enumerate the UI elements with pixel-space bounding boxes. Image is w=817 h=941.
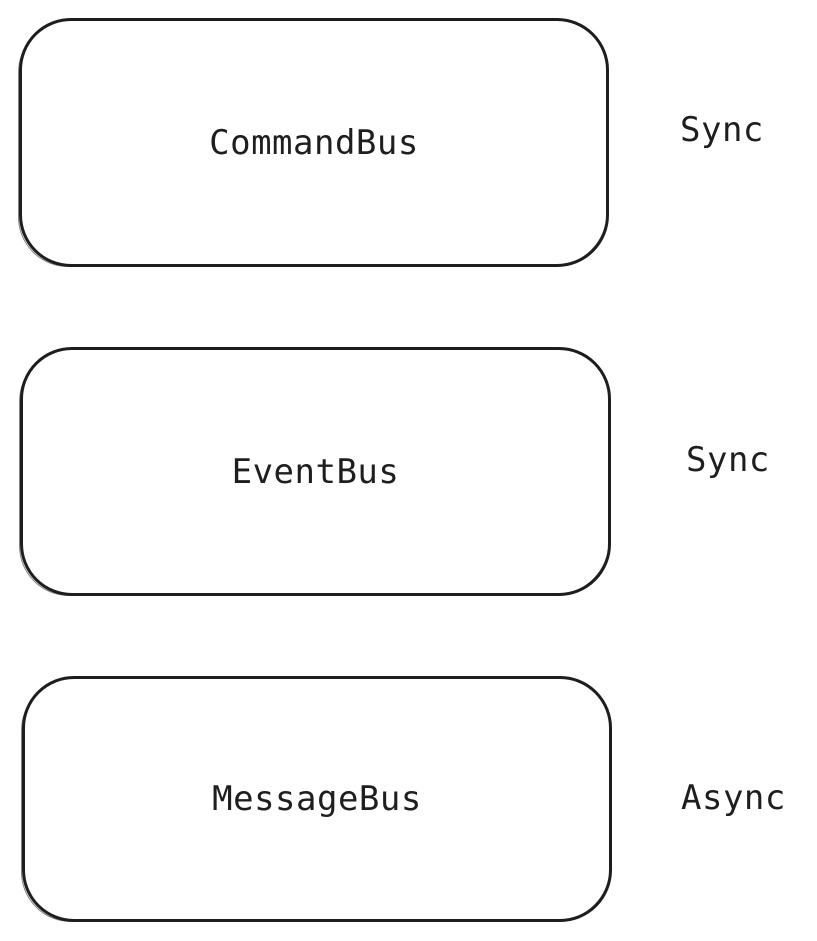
- event-bus-mode-label: Sync: [686, 440, 770, 480]
- event-bus-node: EventBus: [19, 347, 611, 596]
- command-bus-mode-label: Sync: [680, 110, 764, 150]
- event-bus-label: EventBus: [231, 451, 400, 492]
- command-bus-label: CommandBus: [209, 122, 419, 163]
- command-bus-node: CommandBus: [18, 18, 609, 267]
- message-bus-mode-label: Async: [681, 778, 786, 818]
- message-bus-node: MessageBus: [21, 676, 612, 922]
- message-bus-label: MessageBus: [212, 779, 422, 819]
